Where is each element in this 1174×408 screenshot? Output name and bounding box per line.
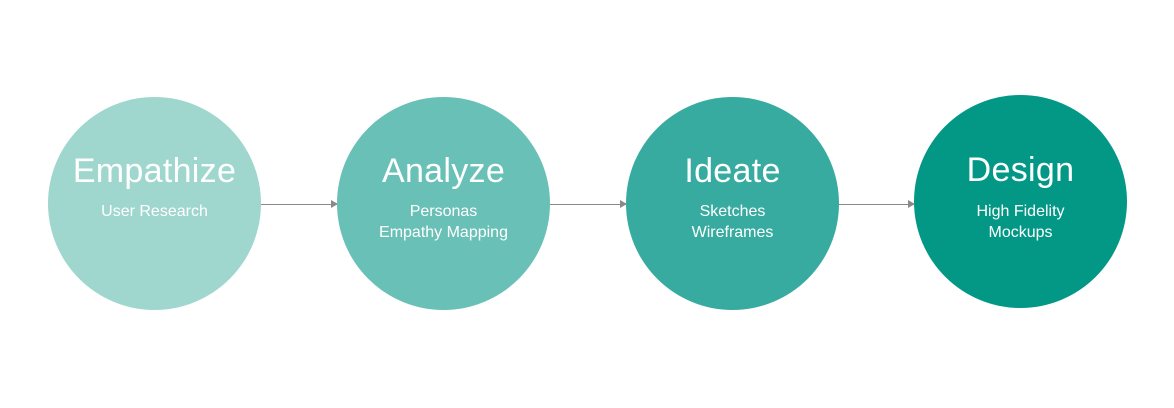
step-ideate: Ideate Sketches Wireframes [626,97,839,310]
step-items: Sketches Wireframes [626,201,839,243]
step-item: Wireframes [691,224,774,241]
step-item: Sketches [699,203,766,220]
step-title: Ideate [684,152,781,190]
step-empathize: Empathize User Research [48,97,261,310]
step-item: User Research [101,203,208,220]
arrowhead-icon [620,200,627,208]
step-item: High Fidelity [976,203,1065,220]
step-items: User Research [48,201,261,222]
step-design: Design High Fidelity Mockups [914,95,1127,308]
arrow-ideate-to-design [839,200,915,208]
step-item: Empathy Mapping [379,224,508,241]
arrow-analyze-to-ideate [550,200,627,208]
arrowhead-icon [331,200,338,208]
arrowhead-icon [908,200,915,208]
step-item: Mockups [988,224,1053,241]
step-title: Empathize [72,152,237,190]
step-items: Personas Empathy Mapping [337,201,550,243]
step-items: High Fidelity Mockups [914,201,1127,243]
arrow-empathize-to-analyze [261,200,338,208]
step-title: Design [966,151,1075,189]
step-title: Analyze [381,152,506,190]
step-analyze: Analyze Personas Empathy Mapping [337,97,550,310]
step-item: Personas [409,203,478,220]
